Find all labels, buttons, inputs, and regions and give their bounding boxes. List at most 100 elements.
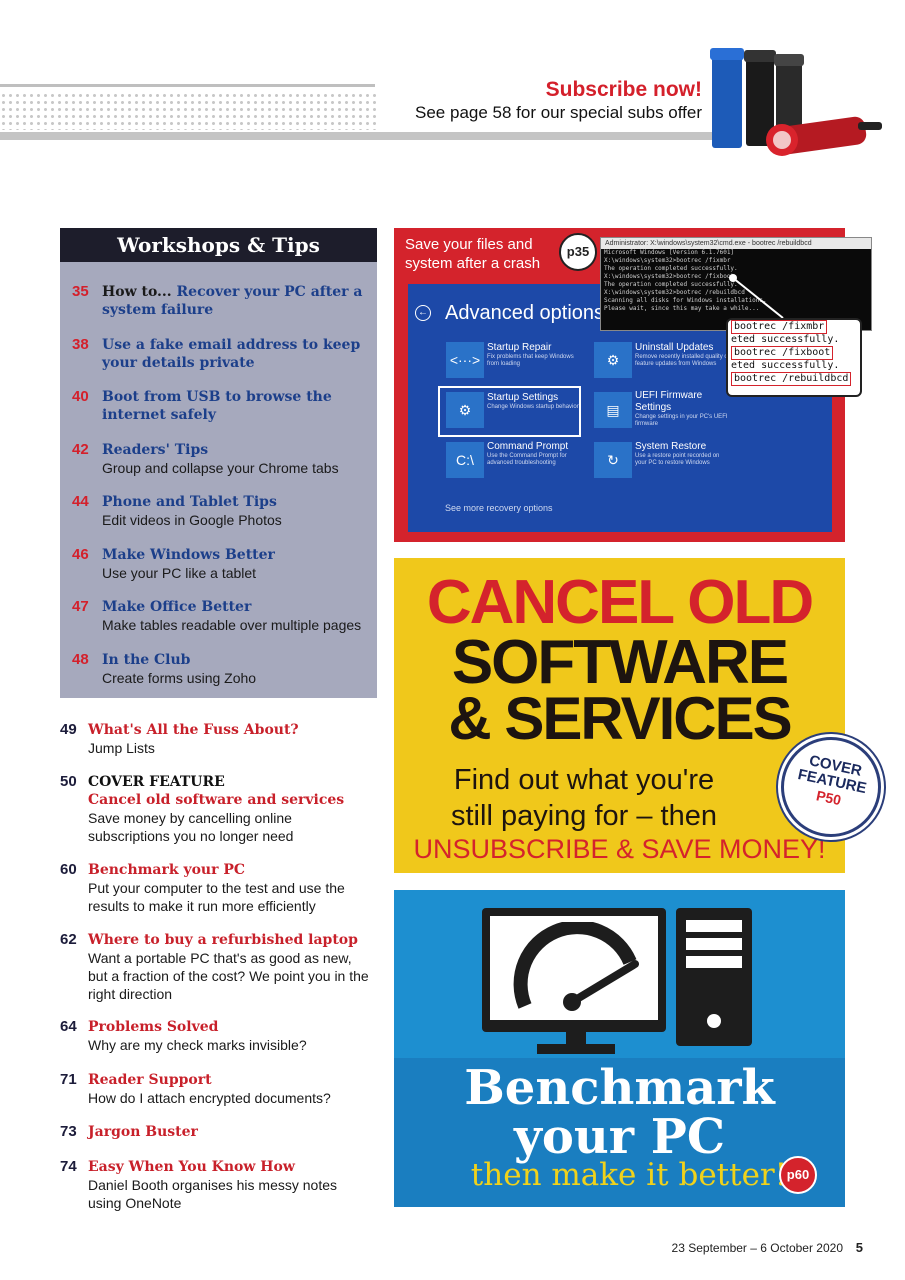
contents-page: 62 — [60, 931, 77, 948]
contents-title: What's All the Fuss About? — [88, 722, 299, 738]
workshop-title: In the Club — [102, 652, 191, 668]
drive-bay — [686, 938, 742, 950]
workshop-subtitle: Create forms using Zoho — [102, 670, 257, 686]
selected-option-highlight — [438, 386, 581, 437]
workshop-title: Make Windows Better — [102, 547, 275, 563]
contents-desc: Put your computer to the test and use th… — [88, 880, 345, 914]
workshop-title: Boot from USB to browse the internet saf… — [102, 389, 332, 423]
speedometer-icon — [513, 922, 639, 1011]
command-prompt-window: Administrator: X:\windows\system32\cmd.e… — [600, 237, 872, 331]
workshop-subtitle: Make tables readable over multiple pages — [102, 617, 362, 633]
drive-bay — [686, 956, 742, 968]
option-desc: Change Windows startup behavior — [487, 404, 579, 410]
contents-title: Easy When You Know How — [88, 1159, 295, 1175]
option-title: Command Prompt — [487, 441, 569, 452]
workshop-subtitle: Use your PC like a tablet — [102, 565, 257, 581]
cmd-line: Microsoft Windows [Version 6.1.7601] — [604, 249, 735, 256]
startup-repair-icon: <···> — [446, 342, 484, 378]
contents-page: 74 — [60, 1158, 77, 1175]
cmd-line: Please wait, since this may take a while… — [604, 305, 760, 312]
power-button-icon — [707, 1014, 721, 1028]
contents-title: Benchmark your PC — [88, 862, 246, 878]
cancel-cta: UNSUBSCRIBE & SAVE MONEY! — [413, 834, 826, 864]
workshop-page: 42 — [72, 441, 89, 458]
cmd-line: The operation completed successfully. — [604, 281, 738, 288]
option-title: System Restore — [635, 441, 707, 452]
monitor-base — [537, 1044, 615, 1054]
workshop-title: Phone and Tablet Tips — [102, 494, 277, 510]
contents-desc: Want a portable PC that's as good as new… — [88, 950, 369, 1002]
workshops-panel — [60, 228, 377, 698]
advanced-options-title: Advanced options — [445, 302, 605, 324]
workshop-subtitle: Group and collapse your Chrome tabs — [102, 460, 339, 476]
option-title: UEFI Firmware Settings — [635, 390, 703, 413]
contents-page: 73 — [60, 1123, 77, 1140]
workshop-page: 38 — [72, 336, 89, 353]
contents-desc: How do I attach encrypted documents? — [88, 1090, 331, 1106]
contents-page: 60 — [60, 861, 77, 878]
recovery-page-badge: p35 — [559, 233, 597, 271]
cmd-line: The operation completed successfully. — [604, 265, 738, 272]
page-number: 5 — [855, 1240, 863, 1255]
subscribe-title: Subscribe now! — [545, 78, 702, 101]
benchmark-lower-band — [394, 1058, 845, 1207]
system-restore-icon: ↻ — [594, 442, 632, 478]
cmd-line: X:\windows\system32>bootrec /rebuildbcd — [604, 289, 745, 296]
drive-bay — [686, 920, 742, 932]
workshops-heading: Workshops & Tips — [60, 228, 377, 262]
startup-settings-icon: ⚙ — [446, 392, 484, 428]
contents-desc: Why are my check marks invisible? — [88, 1037, 307, 1053]
cmd-line: X:\windows\system32>bootrec /fixboot — [604, 273, 735, 280]
workshop-page: 40 — [72, 388, 89, 405]
workshop-page: 44 — [72, 493, 89, 510]
workshop-title: Make Office Better — [102, 599, 252, 615]
workshop-title: Recover your PC after a system failure — [102, 284, 363, 318]
zoom-line: eted successfully. — [731, 334, 840, 345]
contents-page: 64 — [60, 1018, 77, 1035]
workshop-page: 35 — [72, 283, 89, 300]
cmd-line: X:\windows\system32>bootrec /fixmbr — [604, 257, 731, 264]
workshop-page: 46 — [72, 546, 89, 563]
contents-title: Jargon Buster — [88, 1124, 198, 1140]
option-desc: Fix problems that keep Windows from load… — [487, 354, 574, 367]
uefi-firmware-icon: ▤ — [594, 392, 632, 428]
recovery-caption: Save your files and system after a crash — [405, 236, 541, 272]
workshop-page: 47 — [72, 598, 89, 615]
contents-desc: Daniel Booth organises his messy notes u… — [88, 1177, 338, 1211]
option-title: Uninstall Updates — [635, 342, 714, 353]
subscribe-line: See page 58 for our special subs offer — [415, 103, 702, 122]
zoom-line: eted successfully. — [731, 360, 840, 371]
workshop-title: Readers' Tips — [102, 442, 209, 458]
zoom-line: bootrec /fixmbr — [731, 320, 828, 334]
workshop-title: Use a fake email address to keep your de… — [102, 337, 361, 371]
contents-title: Cancel old software and services — [88, 792, 345, 808]
workshop-page: 48 — [72, 651, 89, 668]
contents-desc: Save money by cancelling online subscrip… — [88, 810, 294, 844]
cancel-headline-2: SOFTWARE — [451, 628, 789, 697]
uninstall-updates-icon: ⚙ — [594, 342, 632, 378]
benchmark-headline-2: your PC — [513, 1109, 726, 1165]
cancel-headline-1: CANCEL OLD — [426, 568, 814, 637]
zoom-line: bootrec /rebuildbcd — [731, 372, 852, 386]
contents-title: Where to buy a refurbished laptop — [88, 932, 358, 948]
cancel-headline-3: & SERVICES — [448, 685, 792, 752]
contents-page: 71 — [60, 1071, 77, 1088]
header-rule — [0, 84, 375, 87]
contents-label: COVER FEATURE — [88, 774, 225, 790]
contents-title: Reader Support — [88, 1072, 212, 1088]
zoom-line: bootrec /fixboot — [731, 346, 834, 360]
option-title: Startup Repair — [487, 342, 552, 353]
cancel-feature-panel[interactable] — [394, 558, 845, 873]
contents-page: 50 — [60, 773, 77, 790]
cancel-tagline-1: Find out what you're — [453, 764, 715, 796]
option-title: Startup Settings — [487, 392, 559, 403]
header-dot-pattern — [0, 92, 378, 130]
option-desc: Remove recently installed quality or fea… — [635, 354, 730, 367]
workshop-prefix: How to... — [102, 284, 172, 300]
option-desc: Use the Command Prompt for advanced trou… — [487, 453, 567, 466]
benchmark-page-badge: p60 — [779, 1156, 817, 1194]
callout-line — [729, 274, 784, 319]
more-recovery-link[interactable]: See more recovery options — [445, 503, 553, 513]
contents-desc: Jump Lists — [88, 740, 155, 756]
cancel-tagline-2: still paying for – then — [451, 800, 717, 832]
